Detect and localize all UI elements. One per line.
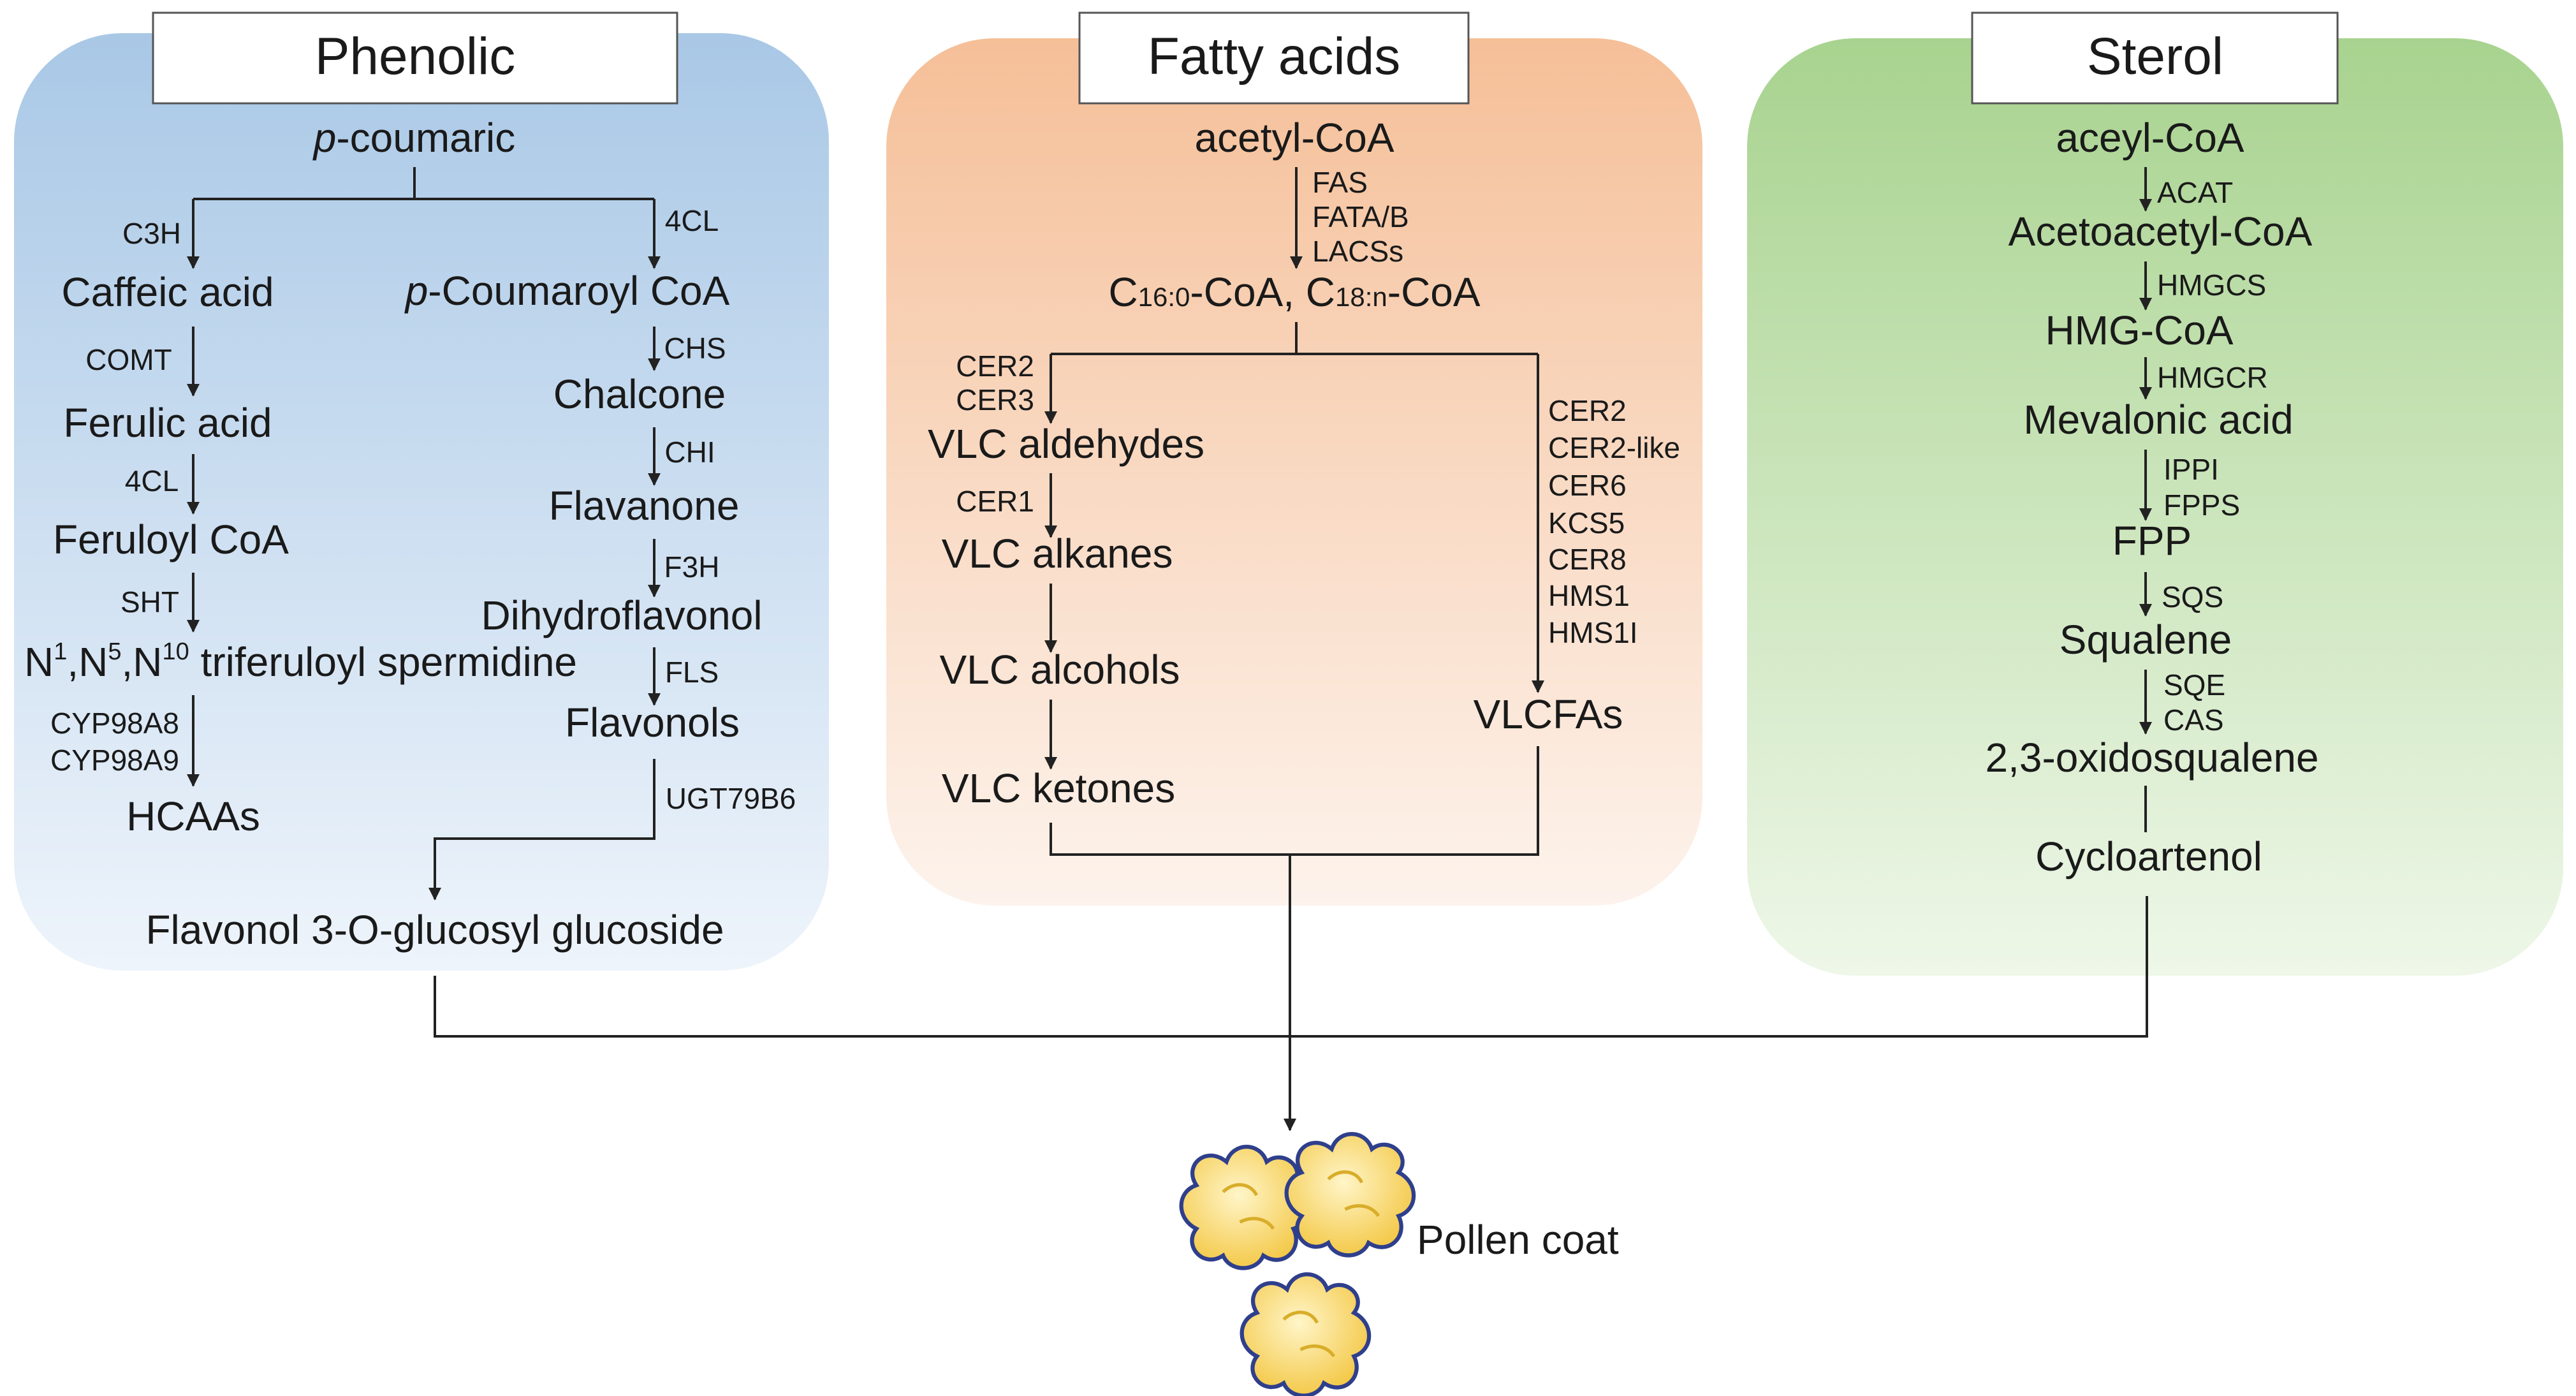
flavonol-glucoside-label: Flavonol 3-O-glucosyl glucoside: [145, 907, 724, 953]
enzyme-chs: CHS: [664, 332, 726, 365]
enzyme-hms1: HMS1: [1548, 579, 1630, 612]
fatty-branch-line: [1051, 322, 1538, 355]
ferulic-acid-label: Ferulic acid: [63, 400, 272, 446]
enzyme-ugt79b6: UGT79B6: [666, 782, 796, 815]
hcaas-label: HCAAs: [126, 793, 260, 839]
pollen-grain-icon: [1287, 1134, 1414, 1255]
enzyme-c3h: C3H: [122, 217, 181, 250]
enzyme-hms1i: HMS1I: [1548, 616, 1638, 649]
triferuloyl-spermidine-label: N1,N5,N10 triferuloyl spermidine: [24, 638, 577, 685]
phenolic-title: Phenolic: [315, 27, 516, 85]
enzyme-comt: COMT: [85, 343, 172, 376]
dihydroflavonol-label: Dihydroflavonol: [481, 592, 762, 638]
fatty-acids-panel: Fatty acids acetyl-CoA FAS FATA/B LACSs …: [886, 11, 1702, 906]
enzyme-fata-b: FATA/B: [1312, 200, 1409, 233]
mevalonic-acid-label: Mevalonic acid: [2023, 397, 2293, 443]
chalcone-label: Chalcone: [553, 371, 726, 417]
enzyme-fas: FAS: [1312, 166, 1368, 199]
enzyme-f3h: F3H: [664, 550, 720, 584]
vlc-ketones-label: VLC ketones: [942, 765, 1175, 811]
pollen-grain-icon: [1242, 1274, 1370, 1395]
enzyme-lacss: LACSs: [1312, 235, 1403, 268]
fatty-merge-line: [1050, 746, 1539, 856]
enzyme-cer2-left: CER2: [956, 349, 1034, 383]
vlcfas-label: VLCFAs: [1474, 691, 1623, 737]
vlc-alkanes-label: VLC alkanes: [942, 531, 1173, 577]
feruloyl-coa-label: Feruloyl CoA: [53, 517, 289, 562]
enzyme-cyp98a9: CYP98A9: [50, 744, 179, 777]
enzyme-sqe: SQE: [2163, 668, 2225, 702]
sterol-title: Sterol: [2087, 27, 2223, 85]
enzyme-4cl-left: 4CL: [125, 464, 179, 497]
phenolic-title-box: [152, 11, 678, 105]
phenolic-panel-background: [14, 33, 829, 971]
fatty-acids-title: Fatty acids: [1148, 27, 1400, 85]
arrow-to-glucoside: [428, 759, 655, 900]
enzyme-cas: CAS: [2163, 703, 2224, 737]
fatty-acids-panel-background: [886, 38, 1702, 906]
enzyme-cer3: CER3: [956, 383, 1034, 416]
phenolic-panel: Phenolic p-coumaric C3H 4CL Caffeic acid…: [14, 11, 829, 971]
enzyme-fpps: FPPS: [2163, 489, 2240, 522]
enzyme-cer1: CER1: [956, 485, 1034, 518]
flavanone-label: Flavanone: [549, 483, 740, 529]
flavonols-label: Flavonols: [565, 700, 740, 746]
enzyme-hmgcs: HMGCS: [2157, 268, 2266, 302]
c16-c18-coa-label: C16:0-CoA, C18:n-CoA: [1108, 269, 1480, 315]
enzyme-cer2-right: CER2: [1548, 394, 1627, 427]
p-coumaric-label: p-coumaric: [312, 115, 516, 161]
caffeic-acid-label: Caffeic acid: [61, 269, 274, 315]
enzyme-chi: CHI: [664, 436, 715, 469]
enzyme-4cl-top: 4CL: [665, 204, 719, 237]
vlc-alcohols-label: VLC alcohols: [939, 647, 1180, 693]
enzyme-ippi: IPPI: [2163, 453, 2219, 486]
enzyme-fls: FLS: [665, 656, 719, 689]
enzyme-cyp98a8: CYP98A8: [50, 707, 179, 740]
sterol-panel-background: [1747, 38, 2563, 976]
acetyl-coa-label: acetyl-CoA: [1195, 115, 1394, 161]
sterol-title-box: [1971, 11, 2339, 105]
cycloartenol-label: Cycloartenol: [2035, 834, 2262, 879]
enzyme-kcs5: KCS5: [1548, 506, 1625, 540]
vlc-aldehydes-label: VLC aldehydes: [928, 421, 1204, 467]
enzyme-acat: ACAT: [2157, 176, 2233, 209]
enzyme-sqs: SQS: [2162, 580, 2223, 614]
enzyme-sht: SHT: [121, 585, 179, 619]
oxidosqualene-label: 2,3-oxidosqualene: [1985, 735, 2318, 781]
squalene-label: Squalene: [2060, 617, 2232, 663]
enzyme-cer8: CER8: [1548, 543, 1627, 576]
fatty-acids-title-box: [1078, 11, 1470, 105]
acetoacetyl-coa-label: Acetoacetyl-CoA: [2009, 209, 2313, 254]
pollen-grains: [1182, 1134, 1414, 1395]
p-coumaroyl-coa-label: p-Coumaroyl CoA: [404, 268, 730, 314]
hmg-coa-label: HMG-CoA: [2045, 307, 2233, 353]
aceyl-coa-label: aceyl-CoA: [2056, 115, 2244, 161]
fpp-label: FPP: [2112, 518, 2192, 564]
sterol-panel: Sterol aceyl-CoA ACAT Acetoacetyl-CoA HM…: [1747, 11, 2563, 976]
enzyme-cer6: CER6: [1548, 469, 1627, 502]
pollen-coat-label: Pollen coat: [1417, 1217, 1619, 1263]
enzyme-cer2-like: CER2-like: [1548, 431, 1680, 464]
enzyme-hmgcr: HMGCR: [2157, 361, 2268, 394]
